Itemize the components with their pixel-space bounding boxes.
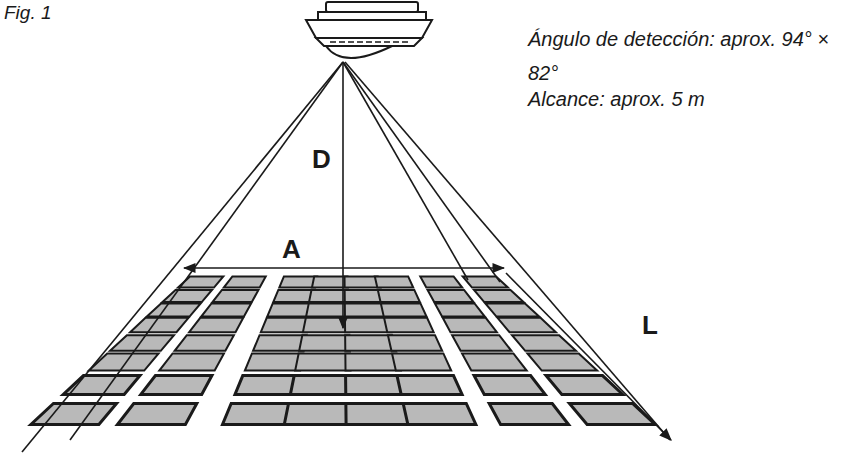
- ceiling-tile: [485, 303, 539, 316]
- detection-lines: [22, 62, 671, 452]
- ceiling-tile: [299, 335, 350, 351]
- ceiling-tile: [284, 404, 352, 425]
- ceiling-tile: [162, 290, 212, 302]
- ceiling-tile: [110, 335, 174, 351]
- ceiling-tile: [527, 353, 597, 370]
- ceiling-tile: [175, 335, 234, 351]
- ceiling-tile: [245, 353, 303, 370]
- figure-number: Fig. 1: [4, 2, 52, 24]
- ceiling-tile: [201, 303, 251, 316]
- ceiling-tile: [141, 376, 212, 395]
- motion-sensor: [306, 2, 432, 58]
- ceiling-tile: [397, 376, 462, 395]
- detection-angle-note: Ángulo de detección: aprox. 94° × 82°: [528, 22, 840, 90]
- ceiling-tile: [159, 353, 224, 370]
- ceiling-tile: [443, 318, 497, 332]
- dimension-label: L: [642, 310, 658, 341]
- ceiling-tile: [63, 376, 140, 395]
- dimension-label: D: [312, 144, 331, 175]
- ceiling-tile: [428, 290, 474, 302]
- ceiling-tile: [403, 404, 476, 425]
- ceiling-tile: [381, 303, 427, 316]
- ceiling-tile: [497, 318, 555, 332]
- ceiling-tile: [384, 318, 434, 332]
- ceiling-tile: [512, 335, 576, 351]
- ceiling-tile: [189, 318, 243, 332]
- ceiling-tile: [212, 290, 258, 302]
- ceiling-tile: [117, 404, 196, 425]
- ceiling-tile: [89, 353, 159, 370]
- ceiling-tile: [462, 353, 527, 370]
- ceiling-tile: [463, 276, 508, 287]
- ceiling-tile: [290, 376, 351, 395]
- ceiling-tile: [474, 376, 545, 395]
- ceiling-tile: [378, 290, 420, 302]
- ceiling-tile: [435, 303, 485, 316]
- ceiling-tile: [452, 335, 511, 351]
- ceiling-tile: [420, 276, 462, 287]
- ceiling-tile: [224, 276, 266, 287]
- ceiling-tile: [375, 276, 413, 287]
- ceiling-tile: [295, 353, 350, 370]
- ceiling-tile: [474, 290, 524, 302]
- ceiling-tile: [31, 404, 117, 425]
- ceiling-tile: [392, 353, 451, 370]
- range-note: Alcance: aprox. 5 m: [528, 88, 705, 111]
- ceiling-tile: [388, 335, 442, 351]
- ceiling-tile: [253, 335, 307, 351]
- ceiling-tile: [147, 303, 201, 316]
- ceiling-tile: [130, 318, 188, 332]
- dimension-label: A: [282, 234, 301, 265]
- ceiling-tile: [489, 404, 568, 425]
